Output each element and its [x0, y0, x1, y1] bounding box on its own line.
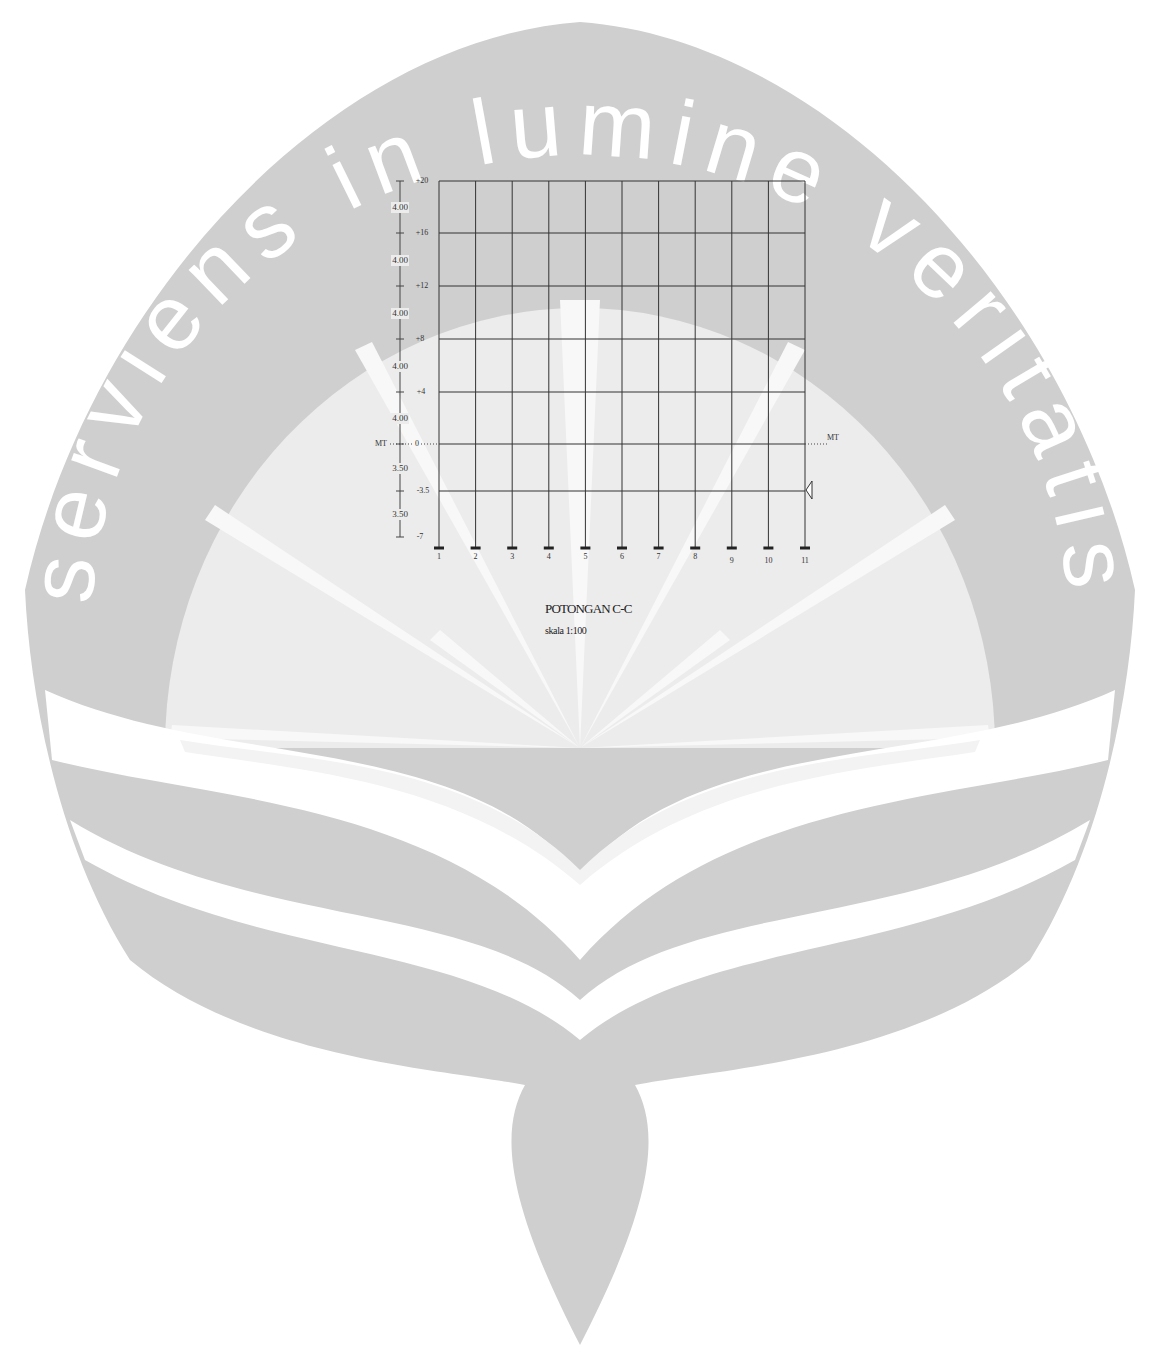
support-symbol	[617, 547, 627, 550]
level-tick	[396, 286, 404, 287]
column-line	[768, 181, 769, 548]
dimension-label: 4.00	[391, 255, 409, 266]
elevation-label: +16	[416, 229, 429, 237]
drawing-title: POTONGAN C-C	[545, 602, 632, 615]
support-symbol	[471, 547, 481, 550]
column-line	[439, 181, 440, 548]
support-symbol	[763, 547, 773, 550]
column-line	[731, 181, 732, 548]
level-tick	[396, 181, 404, 182]
support-symbol	[544, 547, 554, 550]
support-symbol	[690, 547, 700, 550]
grid-number: 7	[657, 553, 661, 561]
support-symbol	[434, 547, 444, 550]
elevation-label: -3.5	[417, 487, 430, 495]
elevation-label: -7	[417, 533, 424, 541]
grid-number: 9	[730, 557, 734, 565]
grid-number: 1	[437, 553, 441, 561]
motto-watermark: serviens in lumine veritatis	[9, 71, 1149, 607]
level-ticks	[396, 181, 404, 537]
support-symbol	[654, 547, 664, 550]
dimension-label: 4.00	[391, 413, 409, 424]
elevation-label: +8	[416, 335, 425, 343]
support-symbol	[800, 547, 810, 550]
elevation-label: +4	[417, 388, 426, 396]
section-grid	[439, 181, 805, 548]
level-tick	[396, 444, 404, 445]
grid-number: 10	[764, 557, 772, 565]
level-axis	[390, 181, 829, 537]
grid-number: 3	[510, 553, 514, 561]
motto-text: serviens in lumine veritatis	[9, 71, 1149, 607]
column-line	[512, 181, 513, 548]
scale-caption: skala 1:100	[545, 626, 586, 636]
elevation-label: +12	[416, 282, 429, 290]
level-tick	[396, 491, 404, 492]
level-tick	[396, 392, 404, 393]
level-tick	[396, 339, 404, 340]
level-tick	[396, 537, 404, 538]
support-symbol	[507, 547, 517, 550]
grid-number: 5	[583, 553, 587, 561]
grid-number: 11	[801, 557, 809, 565]
dimension-label: 4.00	[391, 361, 409, 372]
dimension-label: 4.00	[391, 308, 409, 319]
column-line	[695, 181, 696, 548]
level-tick	[396, 233, 404, 234]
support-symbol	[580, 547, 590, 550]
column-line	[475, 181, 476, 548]
support-symbol	[727, 547, 737, 550]
grid-number: 4	[547, 553, 551, 561]
support-symbols	[434, 547, 810, 550]
dimension-label: 4.00	[391, 202, 409, 213]
grid-number: 2	[474, 553, 478, 561]
grid-number: 8	[693, 553, 697, 561]
motto-text: serviens in lumine veritatis	[9, 71, 1149, 607]
datum-label: MT	[827, 434, 839, 442]
dimension-label: 3.50	[391, 463, 409, 474]
elevation-label: 0	[415, 440, 419, 448]
dimension-label: 3.50	[391, 509, 409, 520]
elevation-label: +20	[416, 177, 429, 185]
column-line	[548, 181, 549, 548]
column-line	[622, 181, 623, 548]
column-line	[585, 181, 586, 548]
grid-number: 6	[620, 553, 624, 561]
datum-label: MT	[375, 440, 387, 448]
column-line	[658, 181, 659, 548]
column-line	[805, 181, 806, 548]
